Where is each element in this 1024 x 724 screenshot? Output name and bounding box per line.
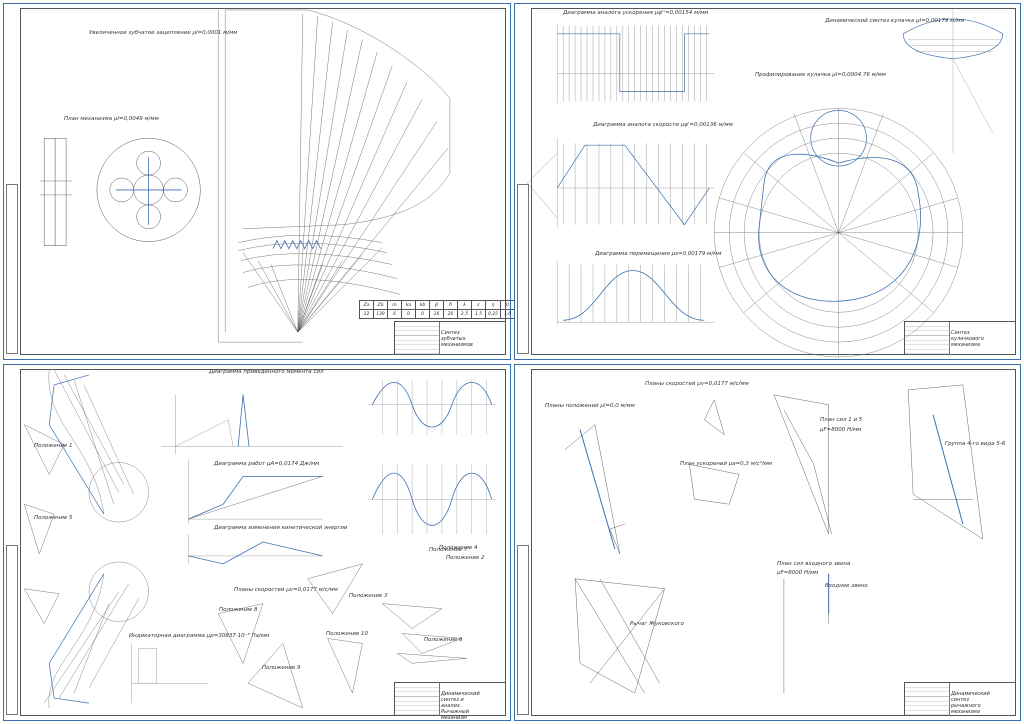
profiling-label: Профилирование кулачка μl=0,0004.76 м/мм — [755, 72, 886, 78]
table-cell: 20 — [443, 309, 458, 319]
table-cell: λ — [457, 300, 472, 310]
position-label: Положение 8 — [219, 607, 258, 613]
dynamics-drawing — [23, 369, 497, 709]
table-cell: 0,25 — [484, 309, 502, 319]
table-cell: β — [429, 300, 444, 310]
sheet-frame — [531, 8, 1016, 355]
position-label: Положение 2 — [446, 555, 485, 561]
title-block-name: Синтез зубчатых механизмов — [441, 330, 473, 348]
position-label: Положение 3 — [349, 593, 388, 599]
cam-drawing — [527, 8, 1004, 358]
table-cell: ka — [401, 300, 416, 310]
table-cell: 139 — [373, 309, 388, 319]
table-cell: 6 — [387, 309, 402, 319]
velocity-plans-label: Планы скоростей μv=0,0177 м/с/мм — [645, 381, 749, 387]
side-strip — [6, 545, 18, 715]
table-cell: 16 — [429, 309, 444, 319]
position-label: Положение 4 — [439, 545, 478, 551]
lever-label: Рычаг Жуковского — [630, 621, 684, 627]
position-label: Положение 5 — [34, 515, 73, 521]
side-strip — [517, 545, 529, 715]
group-label: Группа 4-го вида 5-6 — [945, 441, 1006, 447]
table-cell: U — [500, 300, 516, 310]
sheet-frame — [20, 8, 506, 355]
force-plan-2-label: План сил входного звена — [777, 561, 851, 567]
table-cell: η — [484, 300, 502, 310]
table-cell: 0 — [401, 309, 416, 319]
position-label: Положение 9 — [262, 665, 301, 671]
table-cell: δ — [443, 300, 458, 310]
drawing-sheet-gear-synthesis: Увеличенное зубчатое зацепление μl=0,000… — [3, 3, 516, 360]
input-link-label: Входное звено — [825, 583, 868, 589]
table-cell: Zb — [373, 300, 388, 310]
title-block-name: Динамический синтез и анализ. Рычажный м… — [441, 691, 480, 721]
title-block: Синтез зубчатых механизмов — [394, 321, 506, 355]
title-block-grid — [395, 322, 440, 355]
work-diagram-label: Диаграмма работ μA=0,0174 Дж/мм — [214, 461, 320, 467]
gear-drawing — [40, 9, 451, 343]
drawing-sheet-cam-synthesis: Диаграмма аналога ускорения μφ''=0,00154… — [514, 3, 1021, 360]
dynamic-synthesis-label: Динамический синтез кулачка μl=0,00179 м… — [825, 18, 965, 24]
gear-parameters-table: Za Zb m ka kb β δ λ ε η U 12 139 6 0 0 1… — [359, 300, 516, 319]
title-block-grid — [905, 683, 950, 716]
title-block-grid — [905, 322, 950, 355]
title-block-grid — [395, 683, 440, 716]
velocity-diagram-label: Диаграмма аналога скорости μφ'=0,00136 м… — [593, 122, 733, 128]
title-block: Динамический синтез рычажного механизма — [904, 682, 1016, 716]
kinetic-energy-label: Диаграмма изменения кинетической энергии — [214, 525, 348, 531]
sheet-frame — [531, 369, 1016, 716]
velocity-plans-label: Планы скоростей μv=0,0177 м/с/мм — [234, 587, 338, 593]
title-block-name: Синтез кулачкового механизма — [951, 330, 984, 348]
force-scale-2-label: μF=8000 Н/мм — [777, 570, 819, 576]
table-cell: Za — [359, 300, 374, 310]
table-cell: 1,6 — [500, 309, 516, 319]
indicator-diagram-label: Индикаторная диаграмма μp=30837·10⁻⁵ Па/… — [129, 633, 270, 639]
reduced-moment-label: Диаграмма приведённого момента сил — [209, 369, 324, 375]
force-plan-1-label: План сил 1 и 5 — [820, 417, 863, 423]
table-cell: 1,5 — [471, 309, 486, 319]
gear-scale-label: Увеличенное зубчатое зацепление μl=0,000… — [89, 30, 238, 36]
force-scale-1-label: μF=8000 Н/мм — [820, 427, 862, 433]
table-cell: m — [387, 300, 402, 310]
position-label: Положение 6 — [424, 637, 463, 643]
drawing-sheet-lever-synthesis: Планы скоростей μv=0,0177 м/с/мм Планы п… — [514, 364, 1021, 721]
position-label: Положение 1 — [34, 443, 73, 449]
table-header-row: Za Zb m ka kb β δ λ ε η U — [359, 300, 516, 310]
position-plans-label: Планы положений μl=0,0 м/мм — [545, 403, 635, 409]
table-cell: ε — [471, 300, 486, 310]
side-strip — [517, 184, 529, 354]
drawing-sheet-dynamic-analysis: Диаграмма приведённого момента сил Диагр… — [3, 364, 511, 721]
table-cell: 12 — [359, 309, 374, 319]
title-block-name: Динамический синтез рычажного механизма — [951, 691, 990, 715]
title-block: Динамический синтез и анализ. Рычажный м… — [394, 682, 506, 721]
table-cell: 0 — [415, 309, 430, 319]
side-strip — [6, 184, 18, 354]
position-label: Положение 10 — [326, 631, 369, 637]
lever-drawing — [564, 384, 984, 694]
accel-plan-label: План ускорений μa=0,3 м/с²/мм — [680, 461, 773, 467]
mechanism-plan-label: План механизма μl=0,0049 м/мм — [64, 116, 159, 122]
sheet-frame — [20, 369, 506, 716]
table-cell: kb — [415, 300, 430, 310]
accel-diagram-label: Диаграмма аналога ускорения μφ''=0,00154… — [563, 10, 709, 16]
position-label: Положение 7 — [429, 547, 468, 553]
table-row: 12 139 6 0 0 16 20 2,5 1,5 0,25 1,6 — [359, 309, 516, 319]
title-block: Синтез кулачкового механизма — [904, 321, 1016, 355]
table-cell: 2,5 — [457, 309, 472, 319]
displacement-diagram-label: Диаграмма перемещения μs=0,00179 м/мм — [595, 251, 722, 257]
